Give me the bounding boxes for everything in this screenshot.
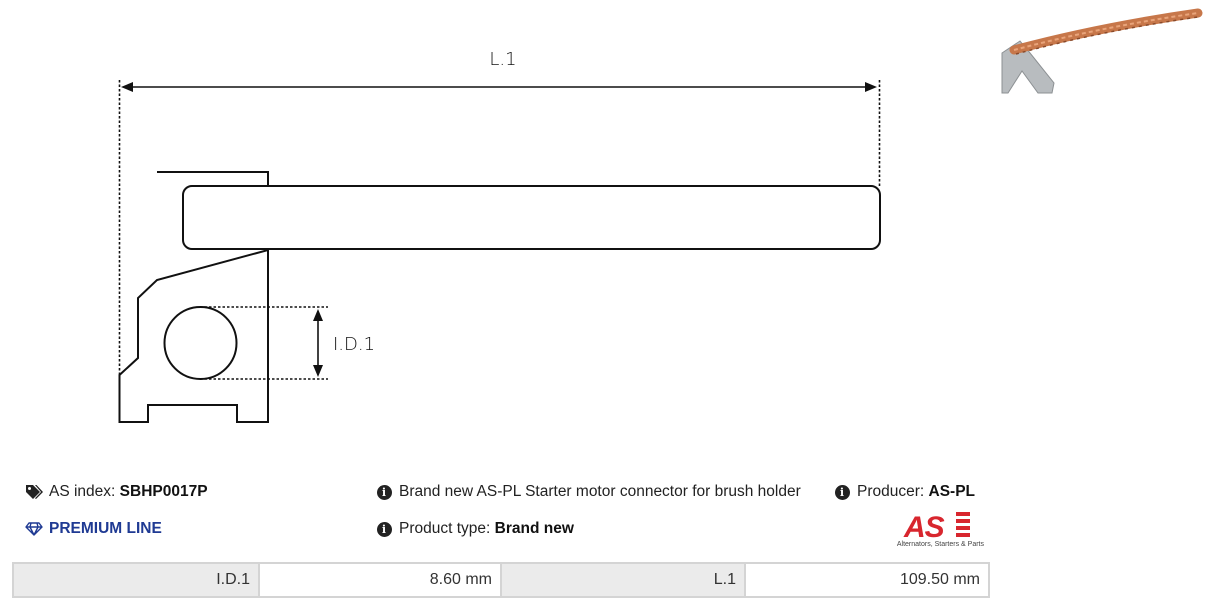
mounting-hole (163, 306, 238, 380)
length-label: L.1 (489, 49, 516, 70)
producer-value: AS-PL (928, 483, 976, 500)
product-type-value: Brand new (494, 520, 574, 537)
spec-value: 109.50 mm (744, 562, 990, 598)
product-type-label: Product type: (399, 520, 491, 537)
spec-key: L.1 (500, 562, 746, 598)
producer-row: i Producer: AS-PL (833, 483, 976, 501)
logo-tagline: Alternators, Starters & Parts (896, 541, 984, 548)
as-index-value: SBHP0017P (119, 483, 208, 500)
description-text: Brand new AS-PL Starter motor connector … (399, 483, 801, 500)
photo-braid-texture (1013, 12, 1199, 51)
product-photo (1001, 8, 1203, 94)
info-icon: i (375, 483, 393, 501)
length-arrow-right (865, 82, 877, 92)
diameter-arrow-top (313, 309, 323, 321)
spec-key: I.D.1 (12, 562, 260, 598)
technical-drawing: L.1 I.D.1 (118, 49, 881, 423)
as-pl-logo: AS (903, 511, 970, 544)
length-arrow-left (121, 82, 133, 92)
connector-plate-outline (118, 171, 269, 423)
spec-table: I.D.1 8.60 mm L.1 109.50 mm (12, 562, 990, 598)
logo-text: AS (903, 511, 945, 544)
logo-bar (956, 519, 970, 523)
as-index-row: AS index: SBHP0017P (25, 483, 208, 501)
table-row: I.D.1 8.60 mm L.1 109.50 mm (12, 562, 990, 598)
photo-braid-shadow (1015, 16, 1199, 55)
premium-line-row: PREMIUM LINE (25, 520, 162, 538)
product-type-row: i Product type: Brand new (375, 520, 574, 538)
description-row: i Brand new AS-PL Starter motor connecto… (375, 483, 833, 501)
logo-bar (956, 533, 970, 537)
tags-icon (25, 483, 43, 501)
logo-bar (956, 526, 970, 530)
diameter-arrow-bottom (313, 365, 323, 377)
photo-braided-wire (1009, 8, 1203, 55)
premium-line-label: PREMIUM LINE (49, 520, 162, 537)
logo-bar (956, 512, 970, 516)
diameter-label: I.D.1 (333, 334, 375, 355)
spec-value: 8.60 mm (258, 562, 502, 598)
info-icon: i (375, 520, 393, 538)
wire-body (182, 185, 881, 250)
info-icon: i (833, 483, 851, 501)
producer-label: Producer: (857, 483, 925, 500)
diamond-icon (25, 520, 43, 538)
as-index-label: AS index: (49, 483, 116, 500)
